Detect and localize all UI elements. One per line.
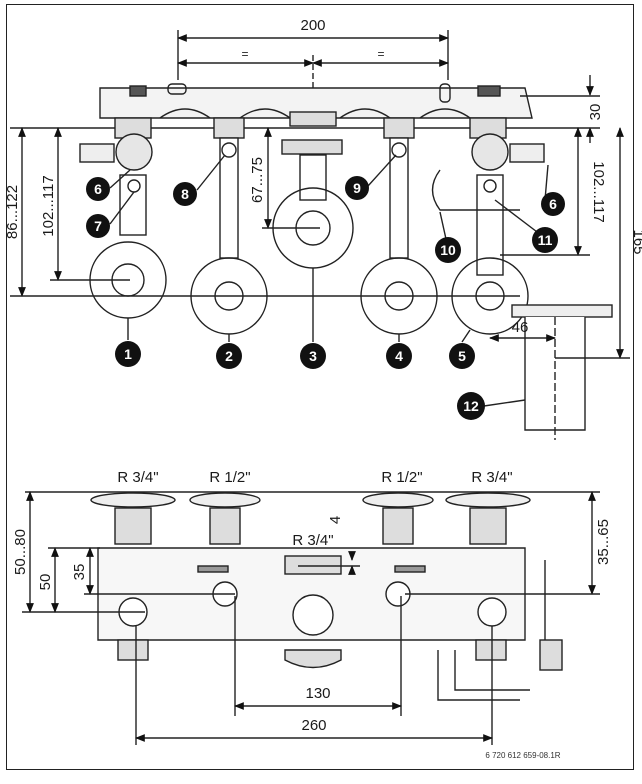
callout-6-left: 6 — [86, 177, 110, 201]
svg-text:10: 10 — [440, 242, 456, 258]
svg-text:9: 9 — [353, 180, 361, 196]
svg-text:11: 11 — [538, 232, 553, 248]
pipe-label-r34-center: R 3/4" — [292, 532, 333, 549]
dim-50: 50 — [37, 574, 54, 591]
pipe-label-r34-right: R 3/4" — [471, 469, 512, 486]
callout-6-right: 6 — [541, 192, 565, 216]
top-view — [10, 30, 630, 440]
callouts: 6 7 8 9 10 11 6 1 2 3 4 5 12 — [86, 176, 565, 420]
svg-text:7: 7 — [94, 218, 102, 234]
svg-text:8: 8 — [181, 186, 189, 202]
svg-text:1: 1 — [124, 346, 132, 362]
dim-102-117-right: 102...117 — [590, 161, 607, 222]
dim-equal-left: = — [241, 47, 248, 61]
dim-equal-right: = — [377, 47, 384, 61]
dim-67-75: 67...75 — [249, 157, 266, 203]
callout-7: 7 — [86, 214, 110, 238]
svg-text:4: 4 — [395, 348, 403, 364]
callout-3: 3 — [300, 343, 326, 369]
svg-text:5: 5 — [458, 348, 466, 364]
callout-11: 11 — [532, 227, 558, 253]
dim-130: 130 — [305, 685, 330, 702]
reference-code: 6 720 612 659-08.1R — [485, 751, 560, 760]
dim-4: 4 — [327, 516, 344, 524]
svg-text:3: 3 — [309, 348, 317, 364]
dim-35-65: 35...65 — [595, 519, 612, 565]
pipe-label-r12-left: R 1/2" — [209, 469, 250, 486]
pipe-label-r12-right: R 1/2" — [381, 469, 422, 486]
bottom-view — [22, 491, 600, 745]
callout-5: 5 — [449, 343, 475, 369]
dim-86-122: 86...122 — [4, 185, 21, 239]
dim-200: 200 — [300, 17, 325, 34]
svg-text:6: 6 — [94, 181, 102, 197]
dim-102-117-left: 102...117 — [40, 175, 57, 236]
pipe-label-r34-left: R 3/4" — [117, 469, 158, 486]
callout-4: 4 — [386, 343, 412, 369]
callout-1: 1 — [115, 341, 141, 367]
dim-50-80: 50...80 — [12, 529, 29, 575]
svg-text:6: 6 — [549, 196, 557, 212]
dim-46: 46 — [512, 319, 529, 336]
callout-8: 8 — [173, 182, 197, 206]
dim-35: 35 — [71, 564, 88, 581]
callout-2: 2 — [216, 343, 242, 369]
svg-text:2: 2 — [225, 348, 233, 364]
dim-30: 30 — [587, 104, 604, 121]
svg-text:12: 12 — [463, 398, 479, 414]
callout-12: 12 — [457, 392, 485, 420]
dim-165: 165 — [630, 229, 642, 254]
callout-9: 9 — [345, 176, 369, 200]
dim-260: 260 — [301, 717, 326, 734]
callout-10: 10 — [435, 237, 461, 263]
